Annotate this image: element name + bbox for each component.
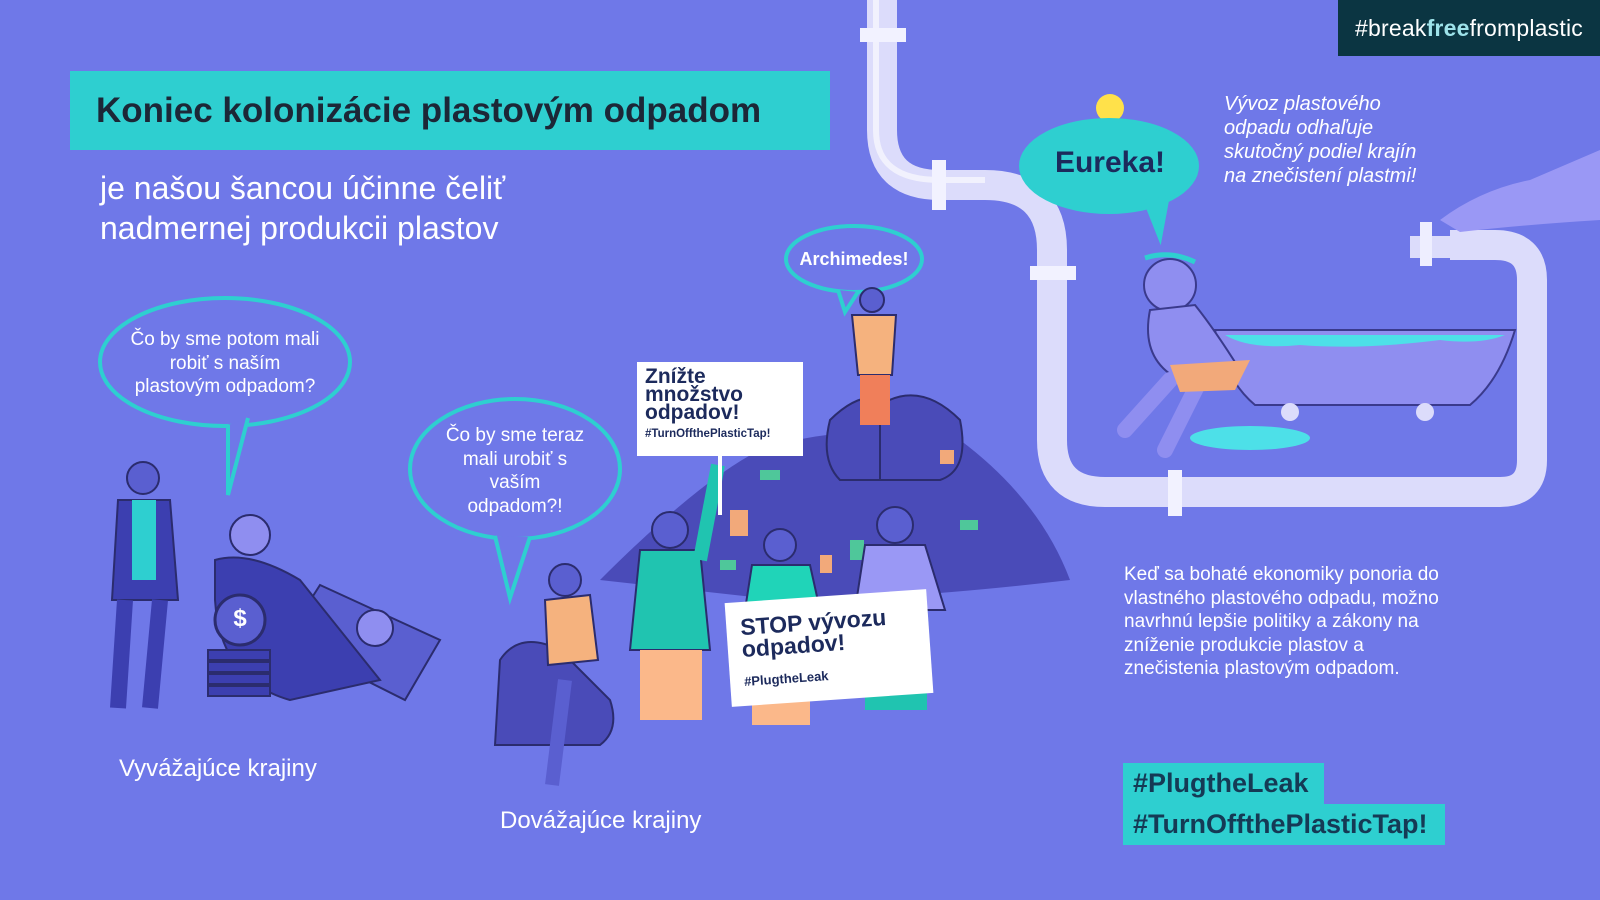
speech-bubbles — [98, 118, 1199, 606]
exporting-question: Čo by sme potom mali robiť s naším plast… — [130, 329, 320, 397]
page-title: Koniec kolonizácie plastovým odpadom — [70, 71, 830, 150]
label-importing-countries: Dovážajúce krajiny — [500, 807, 702, 834]
exporting-figures — [110, 461, 442, 709]
archimedes-figure — [1117, 252, 1250, 458]
subtitle: je našou šancou účinne čeliť nadmernej p… — [100, 170, 506, 246]
label-exporting-countries: Vyvážajúce krajiny — [119, 755, 317, 782]
tap-icon — [1410, 150, 1600, 266]
waste-pile — [600, 394, 1070, 600]
sign-reduce-waste: Znížte množstvo odpadov! #TurnOffthePlas… — [637, 362, 803, 456]
hashtag-turn-off-plastic-tap: #TurnOffthePlasticTap! — [1123, 804, 1445, 845]
policy-paragraph: Keď sa bohaté ekonomiky ponoria do vlast… — [1124, 564, 1439, 679]
eureka-bubble: Eureka! — [1054, 146, 1166, 179]
pipe — [860, 0, 1547, 516]
export-note: Vývoz plastového odpadu odhaľuje skutočn… — [1224, 93, 1417, 187]
sign-stop-export: STOP vývozu odpadov! #PlugtheLeak — [724, 589, 934, 707]
importing-question: Čo by sme teraz mali urobiť s vaším odpa… — [445, 425, 585, 517]
dollar-coin-icon: $ — [233, 605, 247, 632]
hashtag-plug-the-leak: #PlugtheLeak — [1123, 763, 1324, 804]
bathtub — [1190, 329, 1517, 450]
archimedes-bubble: Archimedes! — [799, 249, 909, 269]
